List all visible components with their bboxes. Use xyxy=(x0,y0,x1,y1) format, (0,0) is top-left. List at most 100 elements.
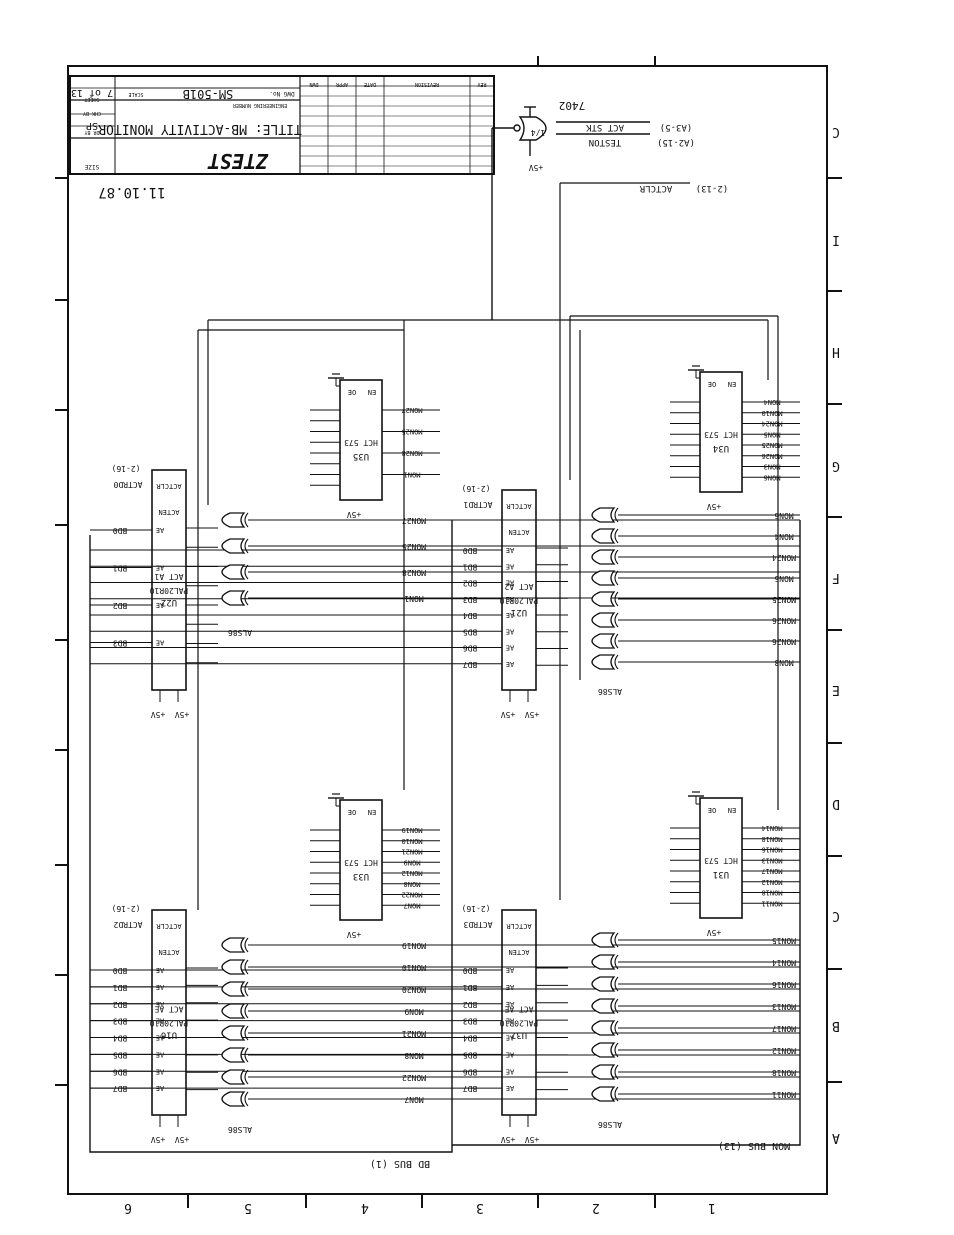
latch-output-mon-label: MON25 xyxy=(401,428,422,436)
xor-gate: MON10 xyxy=(221,959,800,975)
latch-output-mon-label: MON21 xyxy=(401,848,422,856)
zone-number: 4 xyxy=(361,1200,369,1215)
signal-act-stk: ACT STK xyxy=(585,122,624,132)
ic-7402-label: 7402 xyxy=(559,99,586,112)
pin-ae-label: AE xyxy=(506,1067,514,1075)
mon-signal-label: MON18 xyxy=(772,1068,796,1077)
actclr-net xyxy=(559,182,690,900)
zone-ticks xyxy=(55,56,842,1208)
zone-label: D xyxy=(832,796,840,811)
chip-part-label: PAL20R10 xyxy=(150,586,189,595)
pin-ae-label: AE xyxy=(506,627,514,635)
chip-part-label: HCT 573 xyxy=(704,856,738,865)
latch-output-mon-label: MON18 xyxy=(761,835,782,843)
pin-ae-label: AE xyxy=(506,1034,514,1042)
mon-signal-label: MON8 xyxy=(404,1051,423,1060)
zone-label: E xyxy=(832,682,840,697)
chip-id-label: U33 xyxy=(353,871,369,881)
pin-ae-label: AE xyxy=(506,579,514,587)
zone-letters-right: C I H G F E D C B A xyxy=(832,124,840,1145)
pin-ae-label: AE xyxy=(506,644,514,652)
rev-label: REV xyxy=(477,81,486,87)
zone-numbers-bottom: 6 5 4 3 2 1 xyxy=(124,1200,716,1215)
pin-ae-label: AE xyxy=(506,546,514,554)
chip-function-label: ACT A2 xyxy=(504,582,533,591)
chip-ref-label: (2-16) xyxy=(112,464,141,473)
pin-ae-label: AE xyxy=(506,611,514,619)
mon-signal-label: MON17 xyxy=(772,1024,796,1033)
bd-input-label: BD2 xyxy=(113,601,128,610)
handwritten-date: 11.10.87 xyxy=(98,184,165,200)
chk-by-label: CHK BY xyxy=(83,110,101,116)
nand-fraction-label: 1/4 xyxy=(531,128,546,137)
mon-signal-label: MON22 xyxy=(402,1073,426,1082)
latch-output-mon-label: MON5 xyxy=(764,430,781,438)
mon-signal-label: MON19 xyxy=(402,941,426,950)
vcc-label: +5V xyxy=(175,1135,190,1144)
signal-actclr: ACTCLR xyxy=(639,183,672,193)
zone-label: C xyxy=(832,908,840,923)
xor-gate: MON26 xyxy=(591,633,800,649)
signal-act-stk-ref: (A3-5) xyxy=(660,122,693,132)
zone-label: B xyxy=(832,1018,840,1033)
mon-signal-label: MON26 xyxy=(772,616,796,625)
xor-gate: MON26 xyxy=(591,612,800,628)
latch-output-mon-label: MON16 xyxy=(761,846,782,854)
bd-input-label: BD3 xyxy=(463,595,478,604)
xor-gate: MON27 xyxy=(221,512,800,528)
bd-input-label: BD0 xyxy=(463,966,478,975)
date-label: DATE xyxy=(364,81,376,87)
zone-number: 5 xyxy=(244,1200,252,1215)
chip-ref-label: (2-16) xyxy=(112,904,141,913)
zone-label: G xyxy=(832,458,840,473)
mon-signal-label: MON25 xyxy=(772,595,796,604)
xor-gate: MON7 xyxy=(221,1091,800,1107)
xor-gate: MON24 xyxy=(591,549,800,565)
xor-gate: MON16 xyxy=(591,976,800,992)
xor-gate: MON21 xyxy=(221,1025,800,1041)
chip-acten-pin: ACTEN xyxy=(158,948,179,956)
signal-actclr-ref: (2-13) xyxy=(696,183,729,193)
latch-output-mon-label: MON13 xyxy=(761,856,782,864)
pin-ae-label: AE xyxy=(506,595,514,603)
vcc-label: +5V xyxy=(707,928,722,937)
bd-input-label: BD5 xyxy=(463,627,478,636)
chip-ref-label: (2-16) xyxy=(462,904,491,913)
latch-output-mon-label: MON19 xyxy=(401,826,422,834)
xor-part-label: ALS86 xyxy=(598,1120,622,1129)
mon-signal-label: MON28 xyxy=(402,568,426,577)
latch-output-mon-label: MON18 xyxy=(761,889,782,897)
xor-gate: MON22 xyxy=(221,1069,800,1085)
xor-gate: MON20 xyxy=(221,981,800,997)
chip-id-label: U34 xyxy=(713,443,729,453)
vcc-label: +5V xyxy=(707,502,722,511)
chip-id-label: U16 xyxy=(161,1030,177,1040)
latch-output-mon-label: MON12 xyxy=(401,869,422,877)
pin-ae-label: AE xyxy=(506,1017,514,1025)
chip-id-label: U32 xyxy=(511,1030,527,1040)
size-label: SIZE xyxy=(84,163,99,170)
pin-ae-label: AE xyxy=(156,526,164,534)
bd-input-label: BD4 xyxy=(463,1034,478,1043)
nand-gate-7402 xyxy=(491,106,650,320)
mon-signal-label: MON9 xyxy=(404,1007,423,1016)
chip-part-label: PAL20R10 xyxy=(150,1019,189,1028)
chip-acten-pin: ACTEN xyxy=(508,948,529,956)
xor-gate: MON8 xyxy=(221,1047,800,1063)
xor-gate-layer: MON27MON25MON28MON1ALS86MON6MON4MON24MON… xyxy=(221,507,800,1134)
mon-signal-label: MON6 xyxy=(774,511,793,520)
chip-acten-pin: ACTEN xyxy=(508,528,529,536)
latch-output-mon-label: MON28 xyxy=(401,449,422,457)
mon-signal-label: MON5 xyxy=(774,574,793,583)
mon-signal-label: MON13 xyxy=(772,1002,796,1011)
signal-teston: TESTON xyxy=(589,137,622,147)
nand-vcc-label: +5V xyxy=(529,163,544,172)
pin-ae-label: AE xyxy=(506,1000,514,1008)
pin-ae-label: AE xyxy=(506,1084,514,1092)
chip-en-pin: EN xyxy=(728,806,736,814)
